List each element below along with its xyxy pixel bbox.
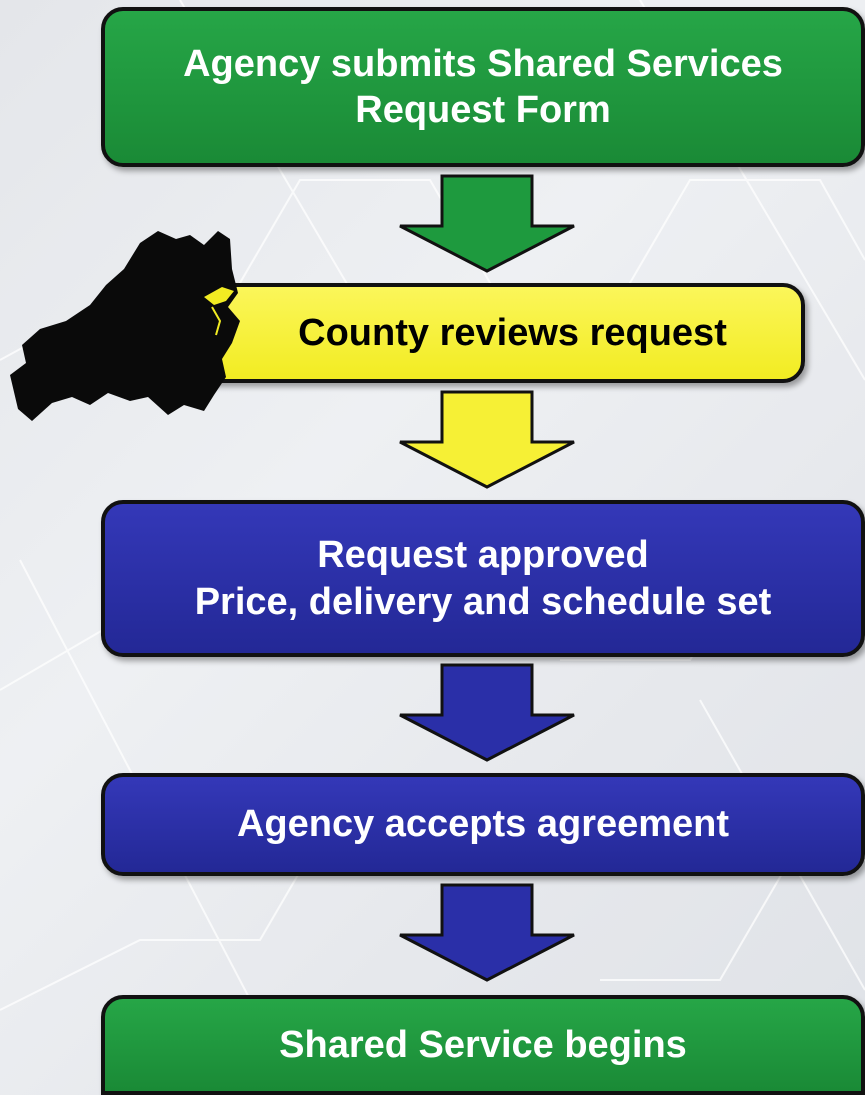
step-request-approved: Request approved Price, delivery and sch… (101, 500, 865, 657)
step-submit-request-line-1: Agency submits Shared Services (183, 42, 783, 85)
step-service-begins-label: Shared Service begins (279, 1023, 687, 1066)
county-map-icon (10, 231, 240, 421)
step-submit-request-line-2: Request Form (355, 89, 611, 131)
step-request-approved-line-1: Request approved (317, 534, 649, 577)
step-service-begins: Shared Service begins (101, 995, 865, 1095)
step-request-approved-line-2: Price, delivery and schedule set (194, 580, 772, 623)
step-county-review-label: County reviews request (298, 311, 727, 354)
down-arrow-icon (399, 174, 575, 273)
step-submit-request: Agency submits Shared Services Request F… (101, 7, 865, 167)
down-arrow-icon (399, 883, 575, 982)
step-county-review: County reviews request (180, 283, 805, 383)
down-arrow-icon (399, 663, 575, 762)
step-agency-accepts-label: Agency accepts agreement (236, 803, 730, 846)
step-agency-accepts: Agency accepts agreement (101, 773, 865, 876)
down-arrow-icon (399, 390, 575, 489)
